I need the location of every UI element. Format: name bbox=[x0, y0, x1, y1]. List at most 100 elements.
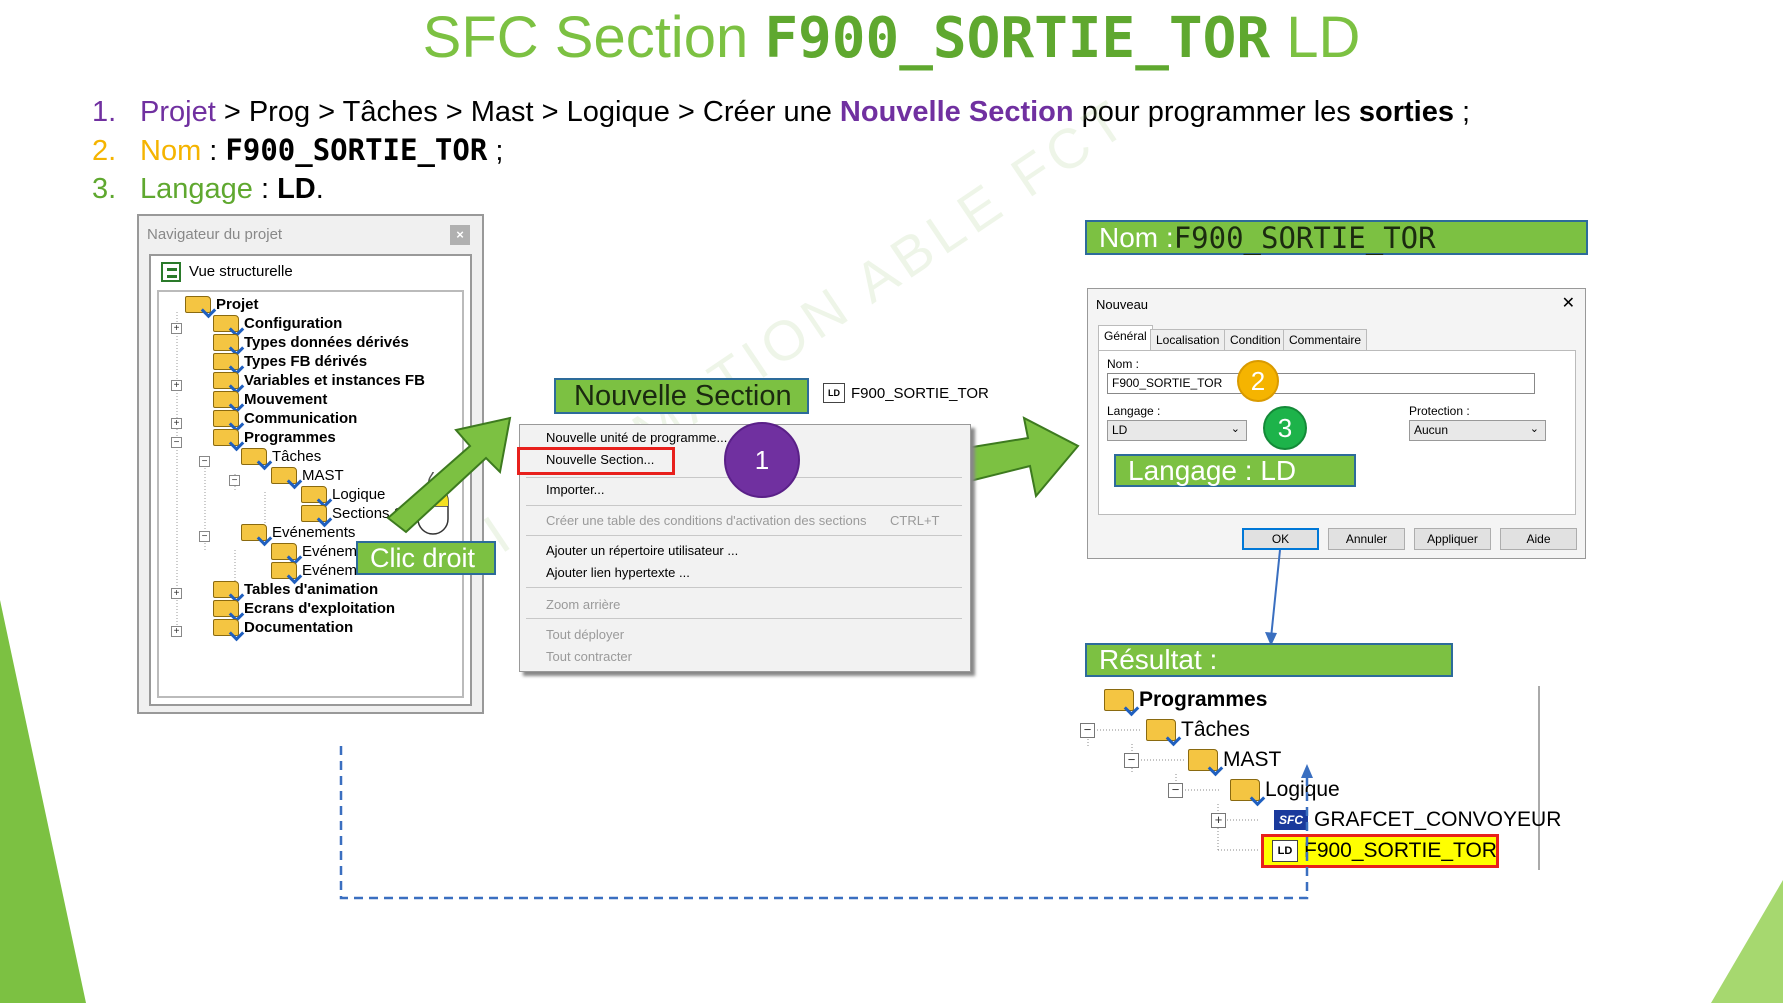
folder-icon bbox=[213, 353, 239, 370]
langage-select[interactable]: LD⌄ bbox=[1107, 420, 1247, 441]
expand-communication[interactable]: + bbox=[171, 418, 182, 429]
tab-commentaire[interactable]: Commentaire bbox=[1283, 329, 1368, 351]
tree-item-programmes[interactable]: Programmes bbox=[213, 427, 336, 448]
step-2-number: 2. bbox=[92, 135, 117, 167]
tab-localisation[interactable]: Localisation bbox=[1150, 329, 1226, 351]
menu-item-ajouter-lien[interactable]: Ajouter lien hypertexte ... bbox=[546, 565, 690, 580]
decor-triangle-left bbox=[0, 600, 86, 1003]
folder-icon bbox=[1188, 749, 1218, 771]
step-1-sorties: sorties bbox=[1358, 96, 1454, 128]
menu-separator bbox=[526, 618, 962, 619]
folder-icon bbox=[213, 315, 239, 332]
menu-item-tout-deployer[interactable]: Tout déployer bbox=[546, 627, 625, 642]
tree-item-variables[interactable]: Variables et instances FB bbox=[213, 370, 425, 391]
tree-item-types-fb[interactable]: Types FB dérivés bbox=[213, 351, 367, 372]
collapse-programmes-result[interactable]: − bbox=[1080, 723, 1095, 738]
tree-item-taches[interactable]: Tâches bbox=[241, 446, 321, 467]
ld-icon: LD bbox=[1272, 840, 1298, 862]
folder-icon bbox=[213, 372, 239, 389]
step-circle-1: 1 bbox=[724, 422, 800, 498]
step-2: 2.Nom : F900_SORTIE_TOR ; bbox=[92, 133, 503, 168]
navigator-close-button[interactable]: × bbox=[450, 225, 470, 245]
appliquer-button[interactable]: Appliquer bbox=[1414, 528, 1491, 550]
collapse-evenements[interactable]: − bbox=[199, 531, 210, 542]
collapse-programmes[interactable]: − bbox=[171, 437, 182, 448]
nom-label-value: F900_SORTIE_TOR bbox=[1173, 220, 1436, 255]
folder-icon bbox=[271, 543, 297, 560]
aide-button[interactable]: Aide bbox=[1500, 528, 1577, 550]
sfc-icon: SFC bbox=[1274, 810, 1308, 830]
menu-item-tout-contracter[interactable]: Tout contracter bbox=[546, 649, 632, 664]
chevron-down-icon: ⌄ bbox=[1230, 423, 1240, 435]
tree-item-communication[interactable]: Communication bbox=[213, 408, 357, 429]
project-tree: + + + − − − − + + Projet Configuration T… bbox=[157, 290, 464, 698]
tree-item-configuration[interactable]: Configuration bbox=[213, 313, 342, 334]
tree-item-logique[interactable]: Logique bbox=[301, 484, 385, 505]
tree-item-types-donnees[interactable]: Types données dérivés bbox=[213, 332, 409, 353]
arrow-to-menu-icon bbox=[386, 416, 512, 534]
menu-item-nouvelle-section[interactable]: Nouvelle Section... bbox=[546, 452, 655, 467]
folder-icon bbox=[241, 448, 267, 465]
menu-separator bbox=[526, 505, 962, 506]
menu-item-nouvelle-unite[interactable]: Nouvelle unité de programme... bbox=[546, 430, 728, 445]
structural-view-row[interactable]: Vue structurelle bbox=[161, 262, 293, 282]
protection-select[interactable]: Aucun⌄ bbox=[1409, 420, 1546, 441]
expand-tables-animation[interactable]: + bbox=[171, 588, 182, 599]
dialog-close-icon[interactable]: ✕ bbox=[1561, 295, 1575, 312]
collapse-taches-result[interactable]: − bbox=[1124, 753, 1139, 768]
right-click-label: Clic droit bbox=[356, 541, 496, 575]
decor-triangle-right bbox=[1711, 880, 1783, 1003]
result-item-mast[interactable]: MAST bbox=[1188, 746, 1281, 774]
result-item-programmes[interactable]: Programmes bbox=[1104, 686, 1267, 714]
folder-icon bbox=[301, 486, 327, 503]
tree-item-evenements[interactable]: Evénements bbox=[241, 522, 355, 543]
collapse-mast[interactable]: − bbox=[229, 475, 240, 486]
collapse-taches[interactable]: − bbox=[199, 456, 210, 467]
collapse-mast-result[interactable]: − bbox=[1168, 783, 1183, 798]
tree-item-documentation[interactable]: Documentation bbox=[213, 617, 353, 638]
tree-item-mouvement[interactable]: Mouvement bbox=[213, 389, 327, 410]
menu-item-ajouter-repertoire[interactable]: Ajouter un répertoire utilisateur ... bbox=[546, 543, 739, 558]
expand-variables[interactable]: + bbox=[171, 380, 182, 391]
annuler-button[interactable]: Annuler bbox=[1328, 528, 1405, 550]
step-3-end: . bbox=[315, 173, 324, 205]
tree-item-tables-animation[interactable]: Tables d'animation bbox=[213, 579, 378, 600]
tab-general[interactable]: Général bbox=[1098, 325, 1153, 351]
step-circle-2: 2 bbox=[1237, 360, 1279, 402]
menu-separator bbox=[526, 535, 962, 536]
ld-section-preview: LD F900_SORTIE_TOR bbox=[823, 383, 989, 403]
tab-condition[interactable]: Condition bbox=[1224, 329, 1287, 351]
menu-item-importer[interactable]: Importer... bbox=[546, 482, 605, 497]
expand-configuration[interactable]: + bbox=[171, 323, 182, 334]
folder-icon bbox=[213, 600, 239, 617]
folder-icon bbox=[1104, 689, 1134, 711]
expand-grafcet-result[interactable]: + bbox=[1211, 813, 1226, 828]
ok-button[interactable]: OK bbox=[1242, 528, 1319, 550]
folder-icon bbox=[1230, 779, 1260, 801]
project-navigator: Navigateur du projet × Vue structurelle … bbox=[137, 214, 484, 714]
folder-icon bbox=[271, 562, 297, 579]
result-item-taches[interactable]: Tâches bbox=[1146, 716, 1250, 744]
folder-icon bbox=[213, 391, 239, 408]
menu-item-creer-table[interactable]: Créer une table des conditions d'activat… bbox=[546, 513, 867, 528]
dialog-title: Nouveau bbox=[1096, 297, 1149, 312]
tree-item-mast[interactable]: MAST bbox=[271, 465, 344, 486]
step-1-text: pour programmer les bbox=[1073, 96, 1359, 128]
menu-item-zoom-arriere[interactable]: Zoom arrière bbox=[546, 597, 621, 612]
step-1-projet: Projet bbox=[140, 96, 216, 128]
slide-title: SFC Section F900_SORTIE_TOR LD bbox=[0, 4, 1783, 71]
nom-label-banner: Nom : F900_SORTIE_TOR bbox=[1085, 220, 1588, 255]
tree-item-projet[interactable]: Projet bbox=[185, 294, 259, 315]
result-tree: − − − + Programmes Tâches MAST Logique S… bbox=[1080, 686, 1561, 870]
expand-documentation[interactable]: + bbox=[171, 626, 182, 637]
folder-icon bbox=[213, 410, 239, 427]
tree-item-ecrans[interactable]: Ecrans d'exploitation bbox=[213, 598, 395, 619]
context-menu: Nouvelle unité de programme... Nouvelle … bbox=[517, 424, 971, 672]
nom-input[interactable]: F900_SORTIE_TOR bbox=[1107, 373, 1535, 394]
ld-icon: LD bbox=[823, 383, 845, 403]
result-item-logique[interactable]: Logique bbox=[1230, 776, 1340, 804]
chevron-down-icon: ⌄ bbox=[1529, 423, 1539, 435]
step-2-end: ; bbox=[487, 135, 504, 167]
